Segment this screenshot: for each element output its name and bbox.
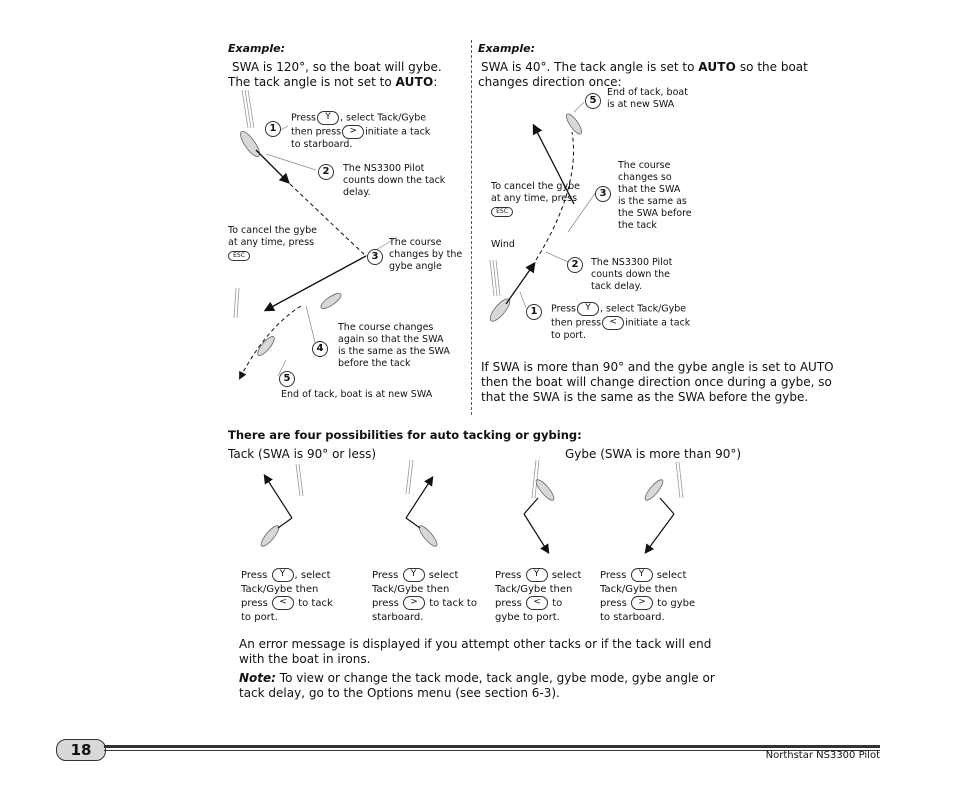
left-step5-text: End of tack, boat is at new SWA [281,389,433,400]
step-5-marker: 5 [279,371,295,387]
step-2-marker: 2 [318,164,334,180]
footer-title: Northstar NS3300 Pilot [765,750,880,761]
left-example-line2: The tack angle is not set to AUTO: [228,75,438,89]
right-example-line1: SWA is 40°. The tack angle is set to AUT… [481,60,808,74]
column-divider [471,40,472,415]
menu-key-icon: Y [630,568,653,582]
error-message-text: An error message is displayed if you att… [239,637,712,666]
right-step-5-marker: 5 [585,93,601,109]
step-1-marker: 1 [265,121,281,137]
right-arrow-key-icon: > [631,596,653,610]
menu-key-icon: Y [317,111,340,125]
step-3-marker: 3 [367,249,383,265]
tack-label: Tack (SWA is 90° or less) [228,447,377,461]
page-number: 18 [56,739,106,761]
right-step-2-marker: 2 [567,257,583,273]
possibilities-heading: There are four possibilities for auto ta… [228,428,582,442]
caption-tack-port: Press Y, select Tack/Gybe then press < t… [241,568,333,623]
right-arrow-key-icon: > [342,125,365,139]
esc-key-icon: ESC [228,251,250,261]
four-possibilities-diagram [260,459,684,555]
menu-key-icon: Y [525,568,548,582]
right-example-line2: changes direction once: [478,75,622,89]
footer-rule [104,745,880,748]
wind-label: Wind [491,239,515,250]
caption-gybe-port: Press Y select Tack/Gybe then press < to… [495,568,582,623]
menu-key-icon: Y [577,302,600,316]
right-example-heading: Example: [478,42,535,55]
menu-key-icon: Y [402,568,425,582]
left-gybe-diagram [233,89,397,380]
gybe-label: Gybe (SWA is more than 90°) [565,447,742,461]
left-example-heading: Example: [228,42,285,55]
left-example-line1: SWA is 120°, so the boat will gybe. [232,60,442,74]
menu-key-icon: Y [271,568,294,582]
right-tack-diagram [489,101,597,322]
footer-rule-thin [104,750,880,751]
step-4-marker: 4 [312,341,328,357]
right-step-1-marker: 1 [526,304,542,320]
esc-key-icon: ESC [491,207,513,217]
right-paragraph: If SWA is more than 90° and the gybe ang… [481,360,834,404]
note-text: Note: To view or change the tack mode, t… [239,671,715,700]
right-step-3-marker: 3 [595,186,611,202]
caption-tack-starboard: Press Y select Tack/Gybe then press > to… [372,568,477,623]
left-arrow-key-icon: < [602,316,625,330]
caption-gybe-starboard: Press Y select Tack/Gybe then press > to… [600,568,696,623]
left-arrow-key-icon: < [526,596,548,610]
left-arrow-key-icon: < [272,596,294,610]
right-arrow-key-icon: > [403,596,425,610]
